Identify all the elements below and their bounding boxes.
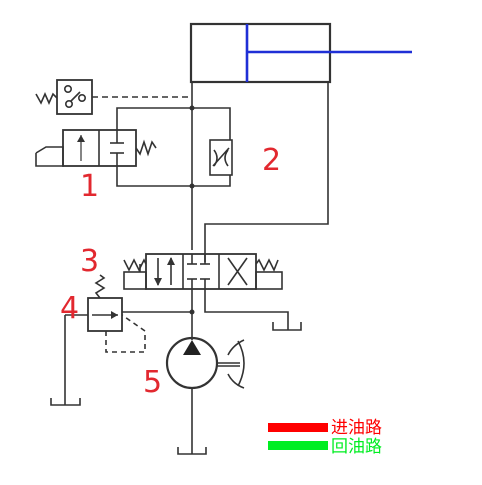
solenoid-valve-1 <box>35 129 157 167</box>
label-4: 4 <box>60 291 79 326</box>
legend-return-swatch <box>268 441 328 450</box>
legend: 进油路 回油路 <box>268 418 382 457</box>
directional-valve-3 <box>123 253 283 290</box>
label-2: 2 <box>262 143 281 178</box>
relief-valve-4 <box>64 274 192 405</box>
pump-5 <box>165 336 245 454</box>
pipe-loop-bottom <box>116 166 231 187</box>
tank-right <box>272 322 302 331</box>
legend-supply-swatch <box>268 423 328 432</box>
legend-return-label: 回油路 <box>331 437 382 457</box>
pipe-valve-to-tank <box>204 289 289 330</box>
pipe-cylinder-right <box>204 82 329 262</box>
hydraulic-cylinder <box>189 22 412 84</box>
label-3: 3 <box>80 244 99 279</box>
label-5: 5 <box>143 365 162 400</box>
label-1: 1 <box>80 169 99 204</box>
legend-supply-label: 进油路 <box>331 418 382 438</box>
valve-2 <box>209 139 233 176</box>
pipe-loop-top <box>116 107 231 140</box>
pressure-switch <box>35 79 192 115</box>
